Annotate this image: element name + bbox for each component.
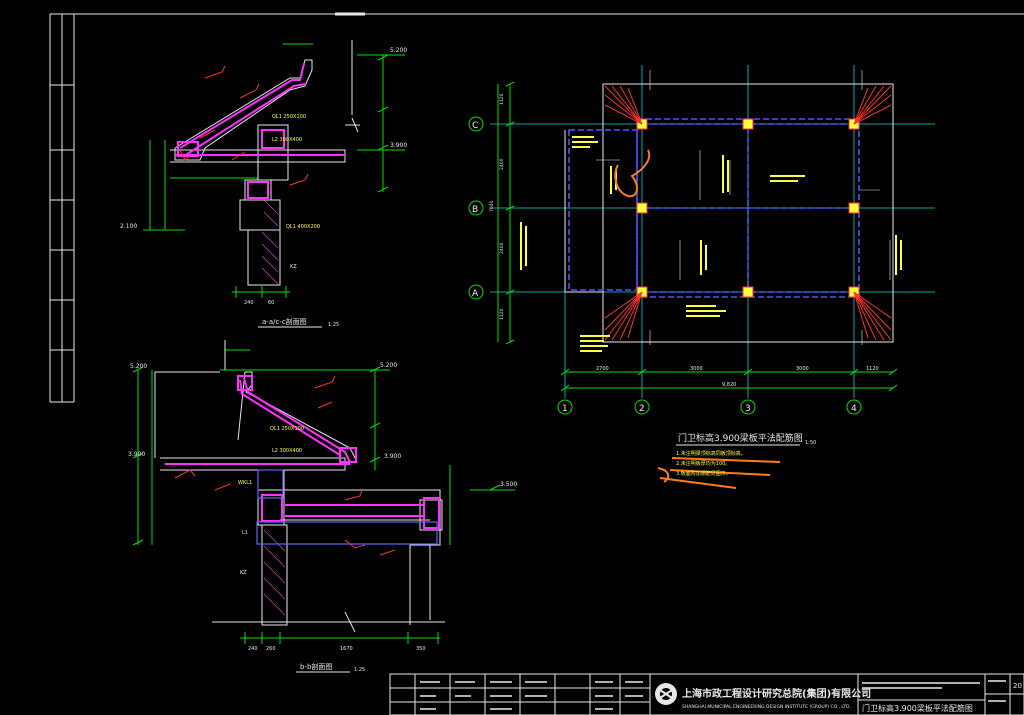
plan-grid-lines (490, 65, 935, 398)
aa-elevation-top: 5.200 (390, 47, 407, 54)
axis-label-1: 1 (562, 404, 568, 414)
plan-dim-left-1120b: 1120 (499, 308, 505, 320)
aa-dim-240: 240 (244, 300, 254, 306)
axis-label-4: 4 (851, 404, 857, 414)
bb-label-wkl1: WKL1 (238, 480, 252, 486)
title-block-small-text (420, 680, 1006, 710)
section-aa-hatch (261, 199, 279, 285)
axis-label-B: B (472, 205, 478, 215)
company-name-en: SHANGHAI MUNICIPAL ENGINEERING DESIGN IN… (682, 704, 851, 710)
section-bb[interactable]: QL1 250X100 L2 300X400 KZ L1 WKL1 5.200 … (128, 340, 517, 673)
section-aa-leaders (179, 65, 309, 186)
plan-dim-1120: 1120 (866, 366, 879, 372)
bb-label-ql1: QL1 250X100 (270, 426, 304, 432)
section-aa-dimensions (143, 43, 405, 298)
bb-section-title: b-b剖面图 (300, 662, 332, 671)
section-bb-stirrups-blue (256, 469, 438, 545)
plan-beam-annotations (520, 136, 902, 352)
aa-elevation-mid: 3.900 (390, 142, 407, 149)
bb-label-l2: L2 300X400 (272, 448, 302, 454)
plan-note-1: 1.未注明梁顶标高同板顶标高。 (676, 450, 746, 457)
bb-label-l1: L1 (242, 530, 248, 536)
plan-slab-outline (564, 83, 894, 343)
axis-label-C: C (472, 121, 478, 131)
plan-title-scale: 1:50 (805, 440, 816, 446)
aa-section-title: a-a/c-c剖面图 (262, 317, 307, 326)
bb-dim-260: 260 (266, 646, 276, 652)
section-aa-outline (170, 40, 360, 286)
section-bb-dimensions (132, 349, 515, 644)
title-block[interactable]: 上海市政工程设计研究总院(集团)有限公司 SHANGHAI MUNICIPAL … (389, 673, 1024, 715)
bb-dim-350: 350 (416, 646, 426, 652)
section-bb-hatch (263, 529, 286, 616)
plan-note-3: 3.板面附加钢筋见图示。 (676, 470, 731, 477)
plan-axis-bubbles (468, 116, 862, 415)
axis-label-2: 2 (639, 404, 645, 414)
hand-markup (614, 149, 781, 489)
aa-label-l2: L2 300X400 (272, 137, 302, 143)
bb-elevation-mid-left: 3.900 (128, 451, 145, 458)
section-bb-rebar (165, 375, 440, 529)
bb-dim-1670: 1670 (340, 646, 353, 652)
plan-title: 门卫标高3.900梁板平法配筋图 (678, 432, 803, 444)
bb-elevation-top-left: 5.200 (130, 363, 147, 370)
plan-corner-rebar (604, 85, 892, 341)
plan-note-2: 2.未注明板厚均为100。 (676, 460, 730, 467)
bb-elevation-canopy: 3.500 (500, 481, 517, 488)
plan-dim-3000a: 3000 (690, 366, 703, 372)
plan-dim-3000b: 3000 (796, 366, 809, 372)
aa-label-ql1-bottom: QL1 400X200 (286, 224, 320, 230)
plan-dim-total: 9,820 (722, 382, 736, 388)
axis-label-3: 3 (745, 404, 751, 414)
section-bb-leaders (174, 375, 396, 556)
bb-elevation-top-right: 5.200 (380, 362, 397, 369)
aa-dim-60: 60 (268, 300, 274, 306)
title-block-grid (389, 673, 1024, 715)
bb-section-scale: 1:25 (354, 667, 365, 673)
company-name: 上海市政工程设计研究总院(集团)有限公司 (682, 687, 871, 700)
plan-dim-left-total: 7040 (489, 200, 495, 212)
plan-dim-left-1120a: 1120 (499, 93, 505, 105)
aa-label-ql1: QL1 250X100 (272, 114, 306, 120)
drawing-title-block: 门卫标高3.900梁板平法配筋图 (862, 703, 973, 713)
plan-annotation-leaders (596, 70, 891, 345)
axis-label-A: A (472, 289, 479, 299)
plan-dimensions (497, 81, 898, 392)
bb-elevation-mid-right: 3.900 (384, 453, 401, 460)
bb-label-kz: KZ (240, 570, 247, 576)
plan-dim-left-2400b: 2400 (499, 242, 505, 254)
section-aa-rebar (175, 63, 345, 199)
bb-dim-240: 240 (248, 646, 258, 652)
drawing-frame (49, 12, 1024, 403)
plan-dim-2700: 2700 (596, 366, 609, 372)
aa-label-kz: KZ (290, 264, 297, 270)
aa-section-scale: 1:25 (328, 322, 339, 328)
sheet-number: 20 (1013, 682, 1022, 690)
section-aa-cc[interactable]: QL1 250X100 L2 300X400 QL1 400X200 KZ 5.… (120, 40, 407, 328)
plan-view[interactable]: C B A 1 2 3 4 2700 3000 3000 1120 9,820 … (468, 65, 935, 489)
aa-elevation-bottom: 2.100 (120, 223, 137, 230)
plan-dim-left-2400a: 2400 (499, 158, 505, 170)
section-bb-outline (154, 340, 445, 633)
company-logo-icon (655, 683, 677, 705)
